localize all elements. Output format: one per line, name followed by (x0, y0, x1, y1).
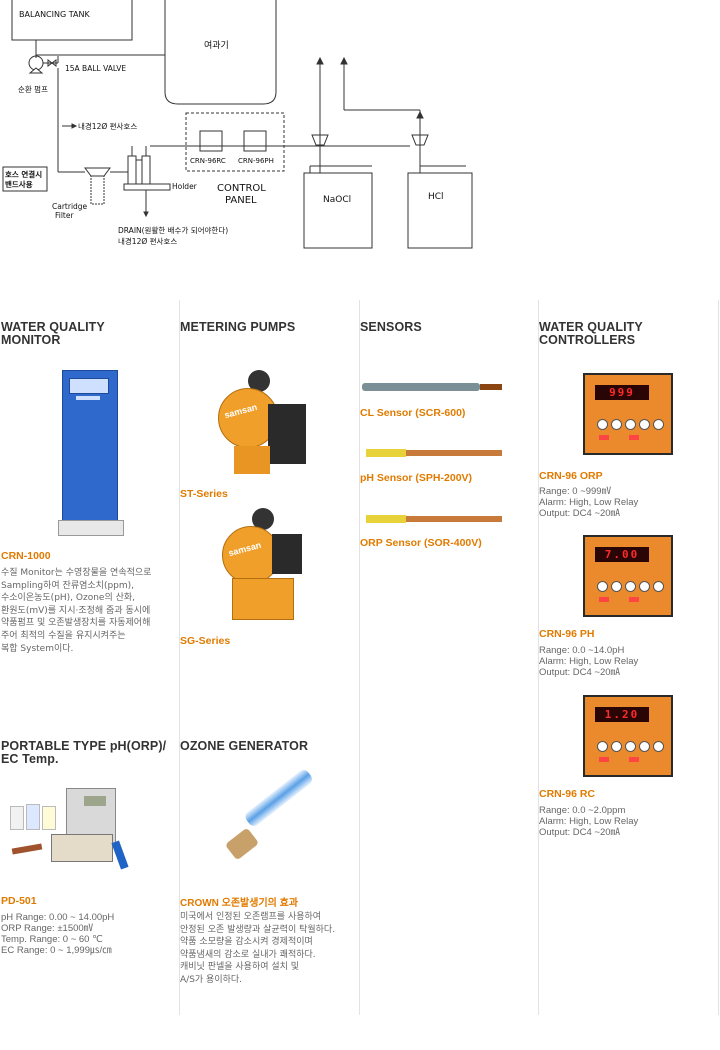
column-divider (179, 300, 180, 1015)
column-divider (538, 300, 539, 1015)
label-hcl: HCl (428, 192, 444, 202)
controller-orp-specs: Range: 0 ~999㎷ Alarm: High, Low Relay Ou… (539, 486, 639, 519)
column-divider (359, 300, 360, 1015)
monitor-title: WATER QUALITY MONITOR (1, 320, 105, 347)
ph-sensor-label: pH Sensor (SPH-200V) (360, 472, 473, 484)
label-naocl: NaOCl (323, 195, 352, 205)
monitor-image (58, 370, 124, 536)
label-cartridge-2: Filter (55, 211, 74, 220)
controller-rc-specs: Range: 0.0 ~2.0ppm Alarm: High, Low Rela… (539, 805, 639, 838)
portable-meter-image (6, 786, 171, 881)
label-circulation-pump: 순환 펌프 (18, 85, 48, 94)
controller-orp-name: CRN-96 ORP (539, 470, 603, 482)
controller-ph-name: CRN-96 PH (539, 628, 595, 640)
label-balancing-tank: BALANCING TANK (19, 10, 90, 19)
label-holder: Holder (172, 182, 197, 191)
ph-sensor-image (366, 447, 516, 459)
controller-rc-image: 1.20 (583, 695, 673, 777)
orp-sensor-label: ORP Sensor (SOR-400V) (360, 537, 482, 549)
ball-valve-shape (47, 59, 57, 67)
sg-series-label: SG-Series (180, 635, 231, 647)
label-panel: PANEL (225, 195, 257, 206)
portable-title: PORTABLE TYPE pH(ORP)/ EC Temp. (1, 739, 167, 766)
filter-outline (164, 0, 277, 105)
orp-sensor-image (366, 513, 516, 525)
label-hose-note-2: 밴드사용 (5, 180, 33, 189)
label-hose-bottom: 내경12Ø 편사호스 (118, 237, 178, 246)
label-control: CONTROL (217, 183, 266, 194)
sensors-title: SENSORS (360, 320, 422, 334)
label-drain: DRAIN(원활한 배수가 되어야한다) (118, 226, 229, 235)
monitor-description: 수질 Monitor는 수영장물을 연속적으로 Sampling하여 잔류염소치… (1, 568, 152, 654)
label-cartridge-1: Cartridge (52, 202, 88, 211)
label-filter: 여과기 (204, 41, 229, 51)
controller-ph-image: 7.00 (583, 535, 673, 617)
balancing-tank-outline (11, 0, 133, 41)
monitor-product-name: CRN-1000 (1, 550, 51, 562)
label-ball-valve: 15A BALL VALVE (65, 64, 127, 73)
ozone-description: 미국에서 인정된 오존램프를 사용하여 안정된 오존 발생량과 살균력이 탁월하… (180, 912, 336, 985)
controller-orp-image: 999 (583, 373, 673, 455)
cl-sensor-label: CL Sensor (SCR-600) (360, 407, 466, 419)
control-panel-box (185, 112, 285, 172)
st-series-pump-image: samsan (218, 370, 308, 480)
controller-rc-name: CRN-96 RC (539, 788, 596, 800)
pumps-title: METERING PUMPS (180, 320, 296, 334)
system-diagram: BALANCING TANK 여과기 15A BALL VALVE 순환 펌프 … (0, 0, 720, 300)
label-crn-96ph: CRN-96PH (238, 157, 274, 165)
cl-sensor-image (362, 380, 512, 394)
hcl-tank-shape (407, 172, 473, 249)
column-divider (718, 300, 719, 1015)
ozone-generator-image (224, 767, 324, 861)
piping-diagram (2, 0, 473, 249)
label-hose-top: 내경12Ø 편사호스 (78, 122, 138, 131)
ozone-product-name: CROWN 오존발생기의 효과 (180, 898, 299, 909)
controller-ph-specs: Range: 0.0 ~14.0pH Alarm: High, Low Rela… (539, 645, 639, 678)
controllers-title: WATER QUALITY CONTROLLERS (539, 320, 643, 347)
st-series-label: ST-Series (180, 488, 228, 500)
naocl-tank-shape (303, 172, 373, 249)
label-crn-96rc: CRN-96RC (190, 157, 226, 165)
portable-product-name: PD-501 (1, 895, 37, 907)
portable-specs: pH Range: 0.00 ~ 14.00pH ORP Range: ±150… (1, 912, 115, 956)
sg-series-pump-image: samsan (222, 508, 312, 623)
label-hose-note-1: 호스 연결시 (5, 170, 43, 179)
ozone-title: OZONE GENERATOR (180, 739, 309, 753)
